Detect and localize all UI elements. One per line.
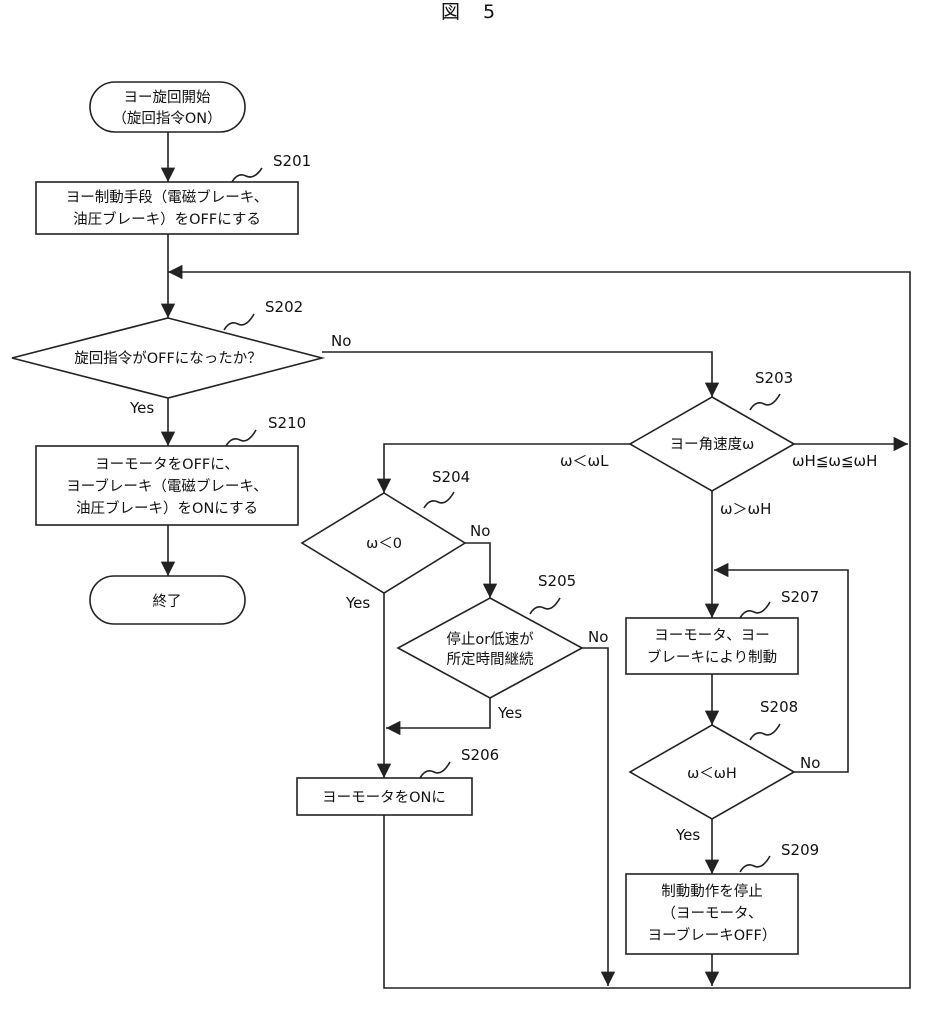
s210-leader	[226, 430, 256, 446]
start-line2: （旋回指令ON）	[112, 110, 221, 127]
s203-text: ヨー角速度ω	[670, 436, 755, 453]
s208-leader	[750, 724, 780, 740]
s201-leader	[232, 168, 262, 182]
end-text: 終了	[153, 593, 182, 610]
s204-step-label: S204	[432, 468, 470, 486]
s209-line1: 制動動作を停止	[661, 883, 763, 900]
s205-leader	[530, 598, 560, 614]
s204-leader	[424, 492, 454, 508]
s204-text: ω＜0	[366, 536, 402, 552]
step-s201: ヨー制動手段（電磁ブレーキ、 油圧ブレーキ）をOFFにする S201	[36, 152, 311, 234]
step-s210: ヨーモータをOFFに、 ヨーブレーキ（電磁ブレーキ、 油圧ブレーキ）をONにする…	[36, 414, 306, 525]
step-s207: ヨーモータ、ヨー ブレーキにより制動 S207	[626, 588, 819, 674]
s208-text: ω＜ωH	[687, 766, 737, 782]
s205-step-label: S205	[538, 572, 576, 590]
step-s209: 制動動作を停止 （ヨーモータ、 ヨーブレーキOFF） S209	[626, 841, 819, 954]
s208-yes-label: Yes	[675, 826, 700, 844]
s210-line1: ヨーモータをOFFに、	[95, 456, 239, 473]
step-s206: ヨーモータをONに S206	[297, 746, 499, 815]
s210-line2: ヨーブレーキ（電磁ブレーキ、	[66, 477, 268, 495]
s201-step-label: S201	[273, 152, 311, 170]
edge-s205-no	[582, 648, 608, 986]
s208-no-label: No	[800, 754, 820, 772]
s210-line3: 油圧ブレーキ）をONにする	[76, 499, 258, 517]
s209-step-label: S209	[781, 841, 819, 859]
edge-s204-no	[465, 543, 490, 598]
s203-lt-label: ω＜ωL	[560, 452, 609, 470]
s207-line2: ブレーキにより制動	[647, 648, 777, 666]
s205-line2: 所定時間継続	[447, 651, 534, 668]
s204-yes-label: Yes	[345, 594, 370, 612]
s206-leader	[420, 762, 450, 778]
start-terminal: ヨー旋回開始 （旋回指令ON）	[90, 82, 245, 132]
figure-title: 図 5	[441, 1, 497, 23]
s206-step-label: S206	[461, 746, 499, 764]
s205-yes-label: Yes	[497, 704, 522, 722]
s205-line1: 停止or低速が	[446, 631, 534, 648]
s201-line2: 油圧ブレーキ）をOFFにする	[73, 210, 261, 228]
s202-no-label: No	[331, 332, 351, 350]
decision-s202: 旋回指令がOFFになったか？ S202	[12, 298, 322, 398]
s210-step-label: S210	[268, 414, 306, 432]
s202-text: 旋回指令がOFFになったか？	[74, 350, 262, 367]
s205-no-label: No	[588, 628, 608, 646]
decision-s208: ω＜ωH S208	[630, 698, 798, 819]
s203-gt-label: ω＞ωH	[720, 500, 771, 518]
s202-leader	[224, 314, 254, 330]
s202-step-label: S202	[265, 298, 303, 316]
s209-line2: （ヨーモータ、	[661, 905, 762, 922]
s203-leader	[750, 394, 780, 410]
start-line1: ヨー旋回開始	[124, 89, 211, 106]
end-terminal: 終了	[90, 576, 245, 624]
s202-yes-label: Yes	[129, 399, 154, 417]
s209-line3: ヨーブレーキOFF）	[648, 926, 777, 944]
s208-step-label: S208	[760, 698, 798, 716]
s203-step-label: S203	[755, 369, 793, 387]
s207-step-label: S207	[781, 588, 819, 606]
s203-mid-label: ωH≦ω≦ωH	[792, 452, 877, 470]
s207-leader	[740, 602, 770, 618]
s204-no-label: No	[470, 522, 490, 540]
s201-line1: ヨー制動手段（電磁ブレーキ、	[66, 188, 268, 206]
edge-s205-yes	[386, 698, 490, 728]
decision-s204: ω＜0 S204	[302, 468, 470, 593]
s207-line1: ヨーモータ、ヨー	[654, 627, 770, 644]
s209-leader	[740, 856, 770, 872]
s206-text: ヨーモータをONに	[322, 789, 446, 806]
edge-s202-no	[322, 352, 712, 397]
